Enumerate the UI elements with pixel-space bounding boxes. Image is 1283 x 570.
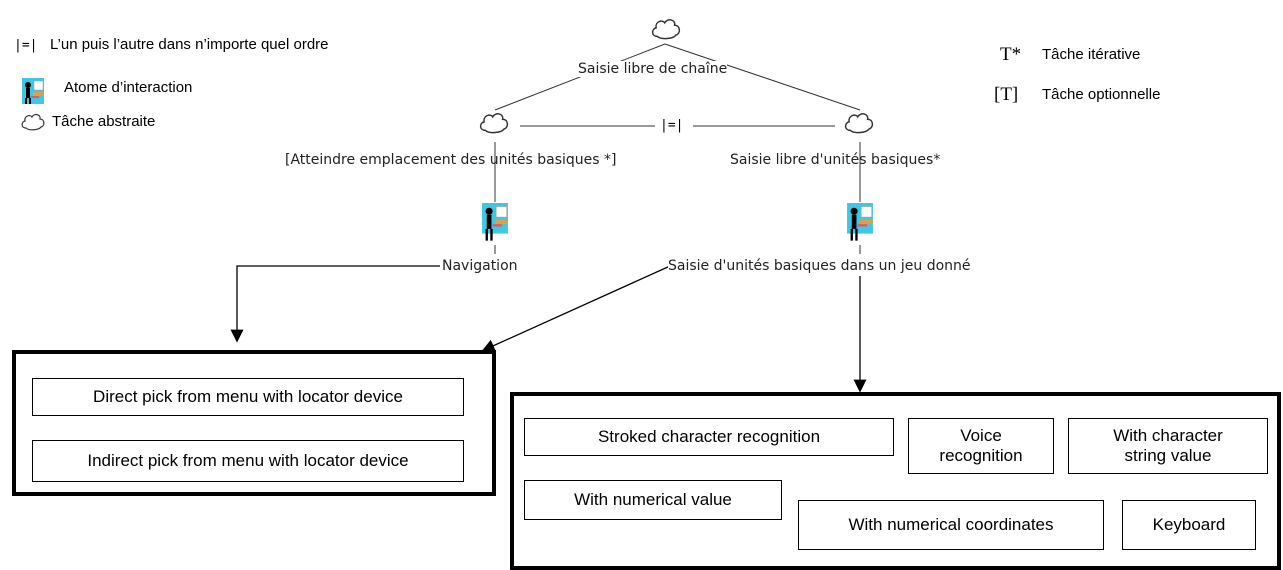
technique-numerical-value: With numerical value	[524, 480, 782, 520]
technique-keyboard: Keyboard	[1122, 500, 1256, 550]
interaction-atom-icon	[22, 78, 44, 109]
technique-indirect-pick: Indirect pick from menu with locator dev…	[32, 440, 464, 482]
legend-optional-label: Tâche optionnelle	[1042, 86, 1161, 103]
root-cloud-icon	[650, 16, 682, 47]
navigation-label: Navigation	[442, 258, 518, 274]
saisie-atom-icon	[847, 203, 873, 248]
legend-iterative-label: Tâche itérative	[1042, 46, 1141, 63]
edge-root-right	[664, 43, 861, 111]
right-task-label: Saisie libre d'unités basiques*	[730, 152, 941, 168]
arrow-saisie-left	[481, 265, 671, 352]
technique-character-string: With character string value	[1068, 418, 1268, 474]
technique-voice-recognition: Voice recognition	[908, 418, 1054, 474]
navigation-atom-icon	[482, 203, 508, 248]
arrow-navigation	[230, 265, 440, 343]
left-task-label: [Atteindre emplacement des unités basiqu…	[285, 152, 617, 168]
order-operator: |=|	[660, 118, 684, 133]
edge-root-left	[494, 43, 666, 111]
legend-atom-label: Atome d’interaction	[64, 79, 193, 96]
optional-symbol: [T]	[994, 84, 1019, 105]
order-operator-symbol: |=|	[14, 38, 38, 53]
right-task-cloud-icon	[843, 110, 875, 141]
iterative-symbol: T*	[1000, 44, 1022, 65]
left-technique-group	[12, 350, 496, 496]
left-task-cloud-icon	[478, 110, 510, 141]
technique-stroked-character: Stroked character recognition	[524, 418, 894, 456]
cloud-icon	[20, 112, 46, 137]
root-task-label: Saisie libre de chaîne	[578, 61, 728, 77]
technique-numerical-coordinates: With numerical coordinates	[798, 500, 1104, 550]
legend-order-label: L’un puis l’autre dans n’importe quel or…	[50, 36, 329, 53]
saisie-leaf-label: Saisie d'unités basiques dans un jeu don…	[668, 258, 971, 274]
technique-direct-pick: Direct pick from menu with locator devic…	[32, 378, 464, 416]
legend-abstract-label: Tâche abstraite	[52, 113, 156, 130]
